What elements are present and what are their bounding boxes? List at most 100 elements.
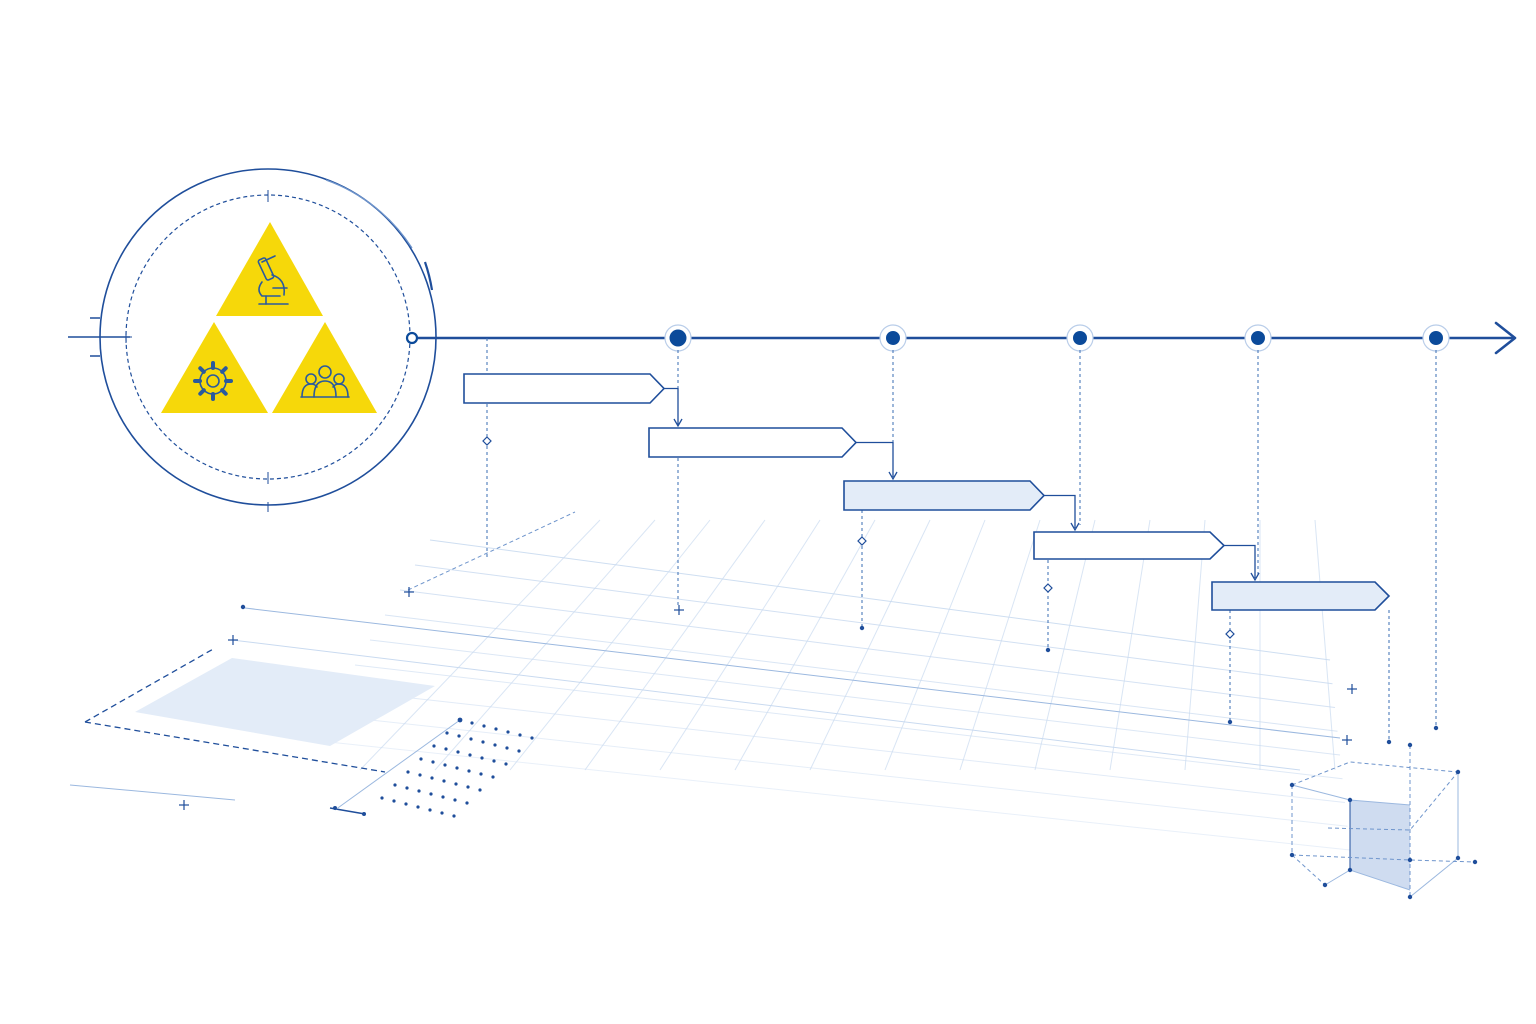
people-group-icon bbox=[300, 365, 350, 398]
matrix-dot bbox=[493, 743, 497, 747]
milestone-node bbox=[669, 329, 687, 347]
milestone-node bbox=[1073, 331, 1087, 345]
grid-line bbox=[434, 519, 656, 771]
matrix-dot bbox=[333, 806, 337, 810]
matrix-dot bbox=[416, 805, 420, 809]
matrix-dot bbox=[491, 775, 495, 779]
diamond-marker bbox=[482, 436, 492, 446]
grid-line bbox=[884, 519, 986, 771]
matrix-dot bbox=[480, 756, 484, 760]
matrix-dot bbox=[430, 776, 434, 780]
data-plane-edge bbox=[84, 647, 216, 723]
matrix-dot bbox=[441, 795, 445, 799]
diamond-marker bbox=[857, 536, 867, 546]
matrix-dot bbox=[494, 727, 498, 731]
matrix-dot bbox=[444, 747, 448, 751]
emblem-outer-ring bbox=[99, 168, 437, 506]
matrix-dot bbox=[405, 786, 409, 790]
drop-end-dot bbox=[1433, 725, 1439, 731]
emblem-arc bbox=[325, 179, 413, 249]
matrix-dot bbox=[457, 734, 461, 738]
grid-line bbox=[354, 664, 1343, 780]
connector-arrowhead bbox=[673, 418, 683, 428]
cube-node bbox=[1472, 859, 1478, 865]
cube-edge bbox=[1291, 761, 1459, 786]
phase-connector bbox=[1224, 544, 1256, 578]
grid-line bbox=[359, 519, 601, 771]
timeline bbox=[405, 321, 1517, 355]
phase-bar-1 bbox=[463, 373, 666, 404]
connector-arrowhead bbox=[888, 471, 898, 481]
grid-line bbox=[809, 519, 931, 771]
phase-bar-4 bbox=[1033, 531, 1226, 560]
matrix-dot bbox=[468, 753, 472, 757]
matrix-dot bbox=[479, 772, 483, 776]
dot-matrix bbox=[240, 604, 534, 818]
drop-end-dot bbox=[1386, 739, 1392, 745]
cube-node bbox=[1347, 867, 1353, 873]
perspective-grid bbox=[309, 519, 1351, 851]
cube-node bbox=[1322, 882, 1328, 888]
diamond-marker bbox=[1043, 583, 1053, 593]
guide-line bbox=[244, 607, 1341, 739]
matrix-dot bbox=[457, 717, 463, 723]
wireframe-cube bbox=[1289, 742, 1478, 900]
connector-arrowhead bbox=[1070, 522, 1080, 532]
cube-node bbox=[1289, 852, 1295, 858]
grid-line bbox=[509, 519, 711, 771]
gear-tooth bbox=[220, 366, 228, 374]
matrix-dot bbox=[443, 763, 447, 767]
matrix-dot bbox=[469, 737, 473, 741]
matrix-dot bbox=[404, 802, 408, 806]
matrix-dot bbox=[418, 773, 422, 777]
matrix-dot bbox=[419, 757, 423, 761]
matrix-dot bbox=[428, 808, 432, 812]
cube-edge bbox=[1291, 854, 1476, 863]
grid-line bbox=[734, 519, 876, 771]
matrix-dot bbox=[455, 766, 459, 770]
matrix-dot bbox=[445, 731, 449, 735]
grid-line bbox=[659, 519, 821, 771]
cube-node bbox=[1407, 857, 1413, 863]
gear-icon bbox=[193, 361, 233, 401]
matrix-dot bbox=[466, 785, 470, 789]
grid-line bbox=[959, 519, 1041, 771]
grid-line bbox=[429, 539, 1331, 661]
matrix-dot bbox=[393, 783, 397, 787]
cube-shaded-face bbox=[1350, 800, 1410, 890]
grid-line bbox=[369, 639, 1341, 756]
matrix-dot bbox=[481, 740, 485, 744]
gear-tooth bbox=[198, 366, 206, 374]
guide-line bbox=[334, 719, 461, 811]
phase-connector bbox=[1044, 494, 1076, 528]
emblem-arc bbox=[423, 261, 434, 291]
plus-markers bbox=[179, 587, 1357, 810]
drop-end-dot bbox=[1227, 719, 1233, 725]
cube-node bbox=[1289, 782, 1295, 788]
matrix-dot bbox=[452, 814, 456, 818]
grid-line bbox=[414, 564, 1333, 685]
matrix-dot bbox=[406, 770, 410, 774]
guide-line bbox=[69, 784, 236, 801]
matrix-dot bbox=[492, 759, 496, 763]
matrix-dot bbox=[470, 721, 474, 725]
milestone-node bbox=[1429, 331, 1443, 345]
matrix-dot bbox=[429, 792, 433, 796]
diamond-marker bbox=[1225, 629, 1235, 639]
grid-line bbox=[384, 614, 1338, 732]
matrix-dot bbox=[440, 811, 444, 815]
grid-line bbox=[309, 739, 1351, 851]
matrix-dot bbox=[442, 779, 446, 783]
timeline-start-node bbox=[405, 331, 419, 345]
matrix-dot bbox=[454, 782, 458, 786]
guide-dashed bbox=[407, 511, 576, 591]
matrix-dot bbox=[240, 604, 246, 610]
data-plane bbox=[69, 511, 1341, 815]
matrix-dot bbox=[518, 733, 522, 737]
matrix-dot bbox=[453, 798, 457, 802]
grid-line bbox=[1184, 519, 1206, 771]
milestone-node bbox=[1251, 331, 1265, 345]
matrix-dot bbox=[467, 769, 471, 773]
matrix-dot bbox=[380, 796, 384, 800]
